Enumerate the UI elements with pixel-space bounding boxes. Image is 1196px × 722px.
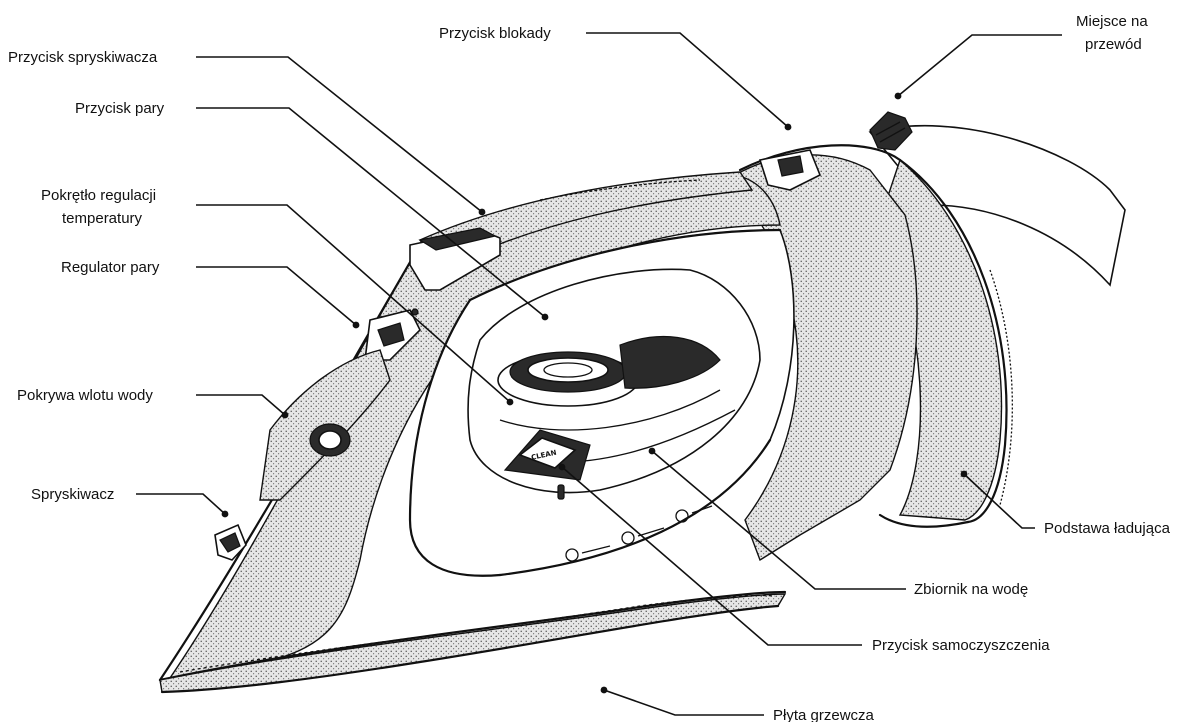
label-cord-place-line1: Miejsce na	[1076, 13, 1148, 30]
label-cord-place-line2: przewód	[1085, 36, 1142, 53]
label-self-clean-button: Przycisk samoczyszczenia	[872, 637, 1050, 654]
label-spray-button: Przycisk spryskiwacza	[8, 49, 158, 66]
iron-illustration: CLEAN	[160, 112, 1125, 692]
label-sprayer: Spryskiwacz	[31, 486, 114, 503]
leader-lock-button	[586, 33, 791, 130]
leader-cord-place	[895, 35, 1062, 99]
leader-sprayer	[136, 494, 228, 517]
label-temp-dial-line1: Pokrętło regulacji	[41, 187, 156, 204]
label-steam-regulator: Regulator pary	[61, 259, 160, 276]
leader-spray-button	[196, 57, 485, 215]
label-temp-dial-line2: temperatury	[62, 210, 143, 227]
label-steam-button: Przycisk pary	[75, 100, 165, 117]
leader-steam-regulator	[196, 267, 359, 328]
leader-soleplate	[601, 687, 764, 715]
label-charging-base: Podstawa ładująca	[1044, 520, 1171, 537]
leader-water-inlet	[196, 395, 288, 418]
label-water-tank: Zbiornik na wodę	[914, 581, 1028, 598]
label-water-inlet-cover: Pokrywa wlotu wody	[17, 387, 153, 404]
label-lock-button: Przycisk blokady	[439, 25, 551, 42]
label-soleplate: Płyta grzewcza	[773, 707, 875, 722]
sprayer-nozzle-shape	[215, 525, 246, 560]
